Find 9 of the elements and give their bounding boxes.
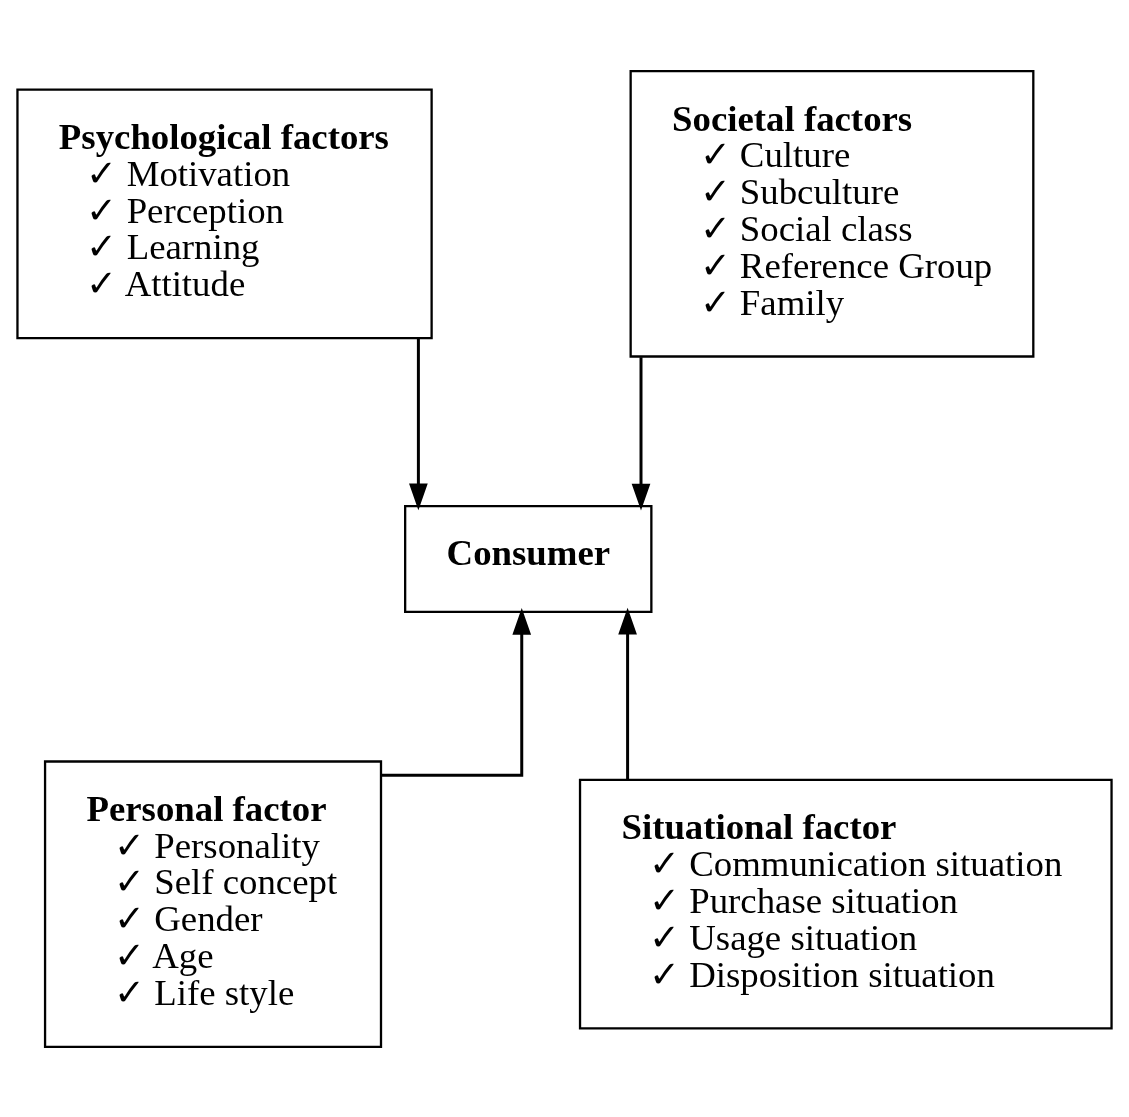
node-box: Consumer <box>404 504 653 613</box>
node-box: Personal factor ✓ Personality ✓ Self concept ✓ Gender ✓ Age ✓ Life style <box>43 759 383 1048</box>
arrow <box>618 607 637 780</box>
node-box: Situational factor ✓ Communication situation ✓ Purchase situation ✓ Usage situation ✓ Disposition situation <box>578 778 1113 1030</box>
node-box: Societal factors ✓ Culture ✓ Subculture ✓ Social class ✓ Reference Group ✓ Family <box>629 69 1035 358</box>
arrow <box>631 356 651 510</box>
node-box: Psychological factors ✓ Motivation ✓ Perception ✓ Learning ✓ Attitude <box>16 87 433 339</box>
arrow <box>409 337 428 510</box>
arrow <box>381 607 532 777</box>
